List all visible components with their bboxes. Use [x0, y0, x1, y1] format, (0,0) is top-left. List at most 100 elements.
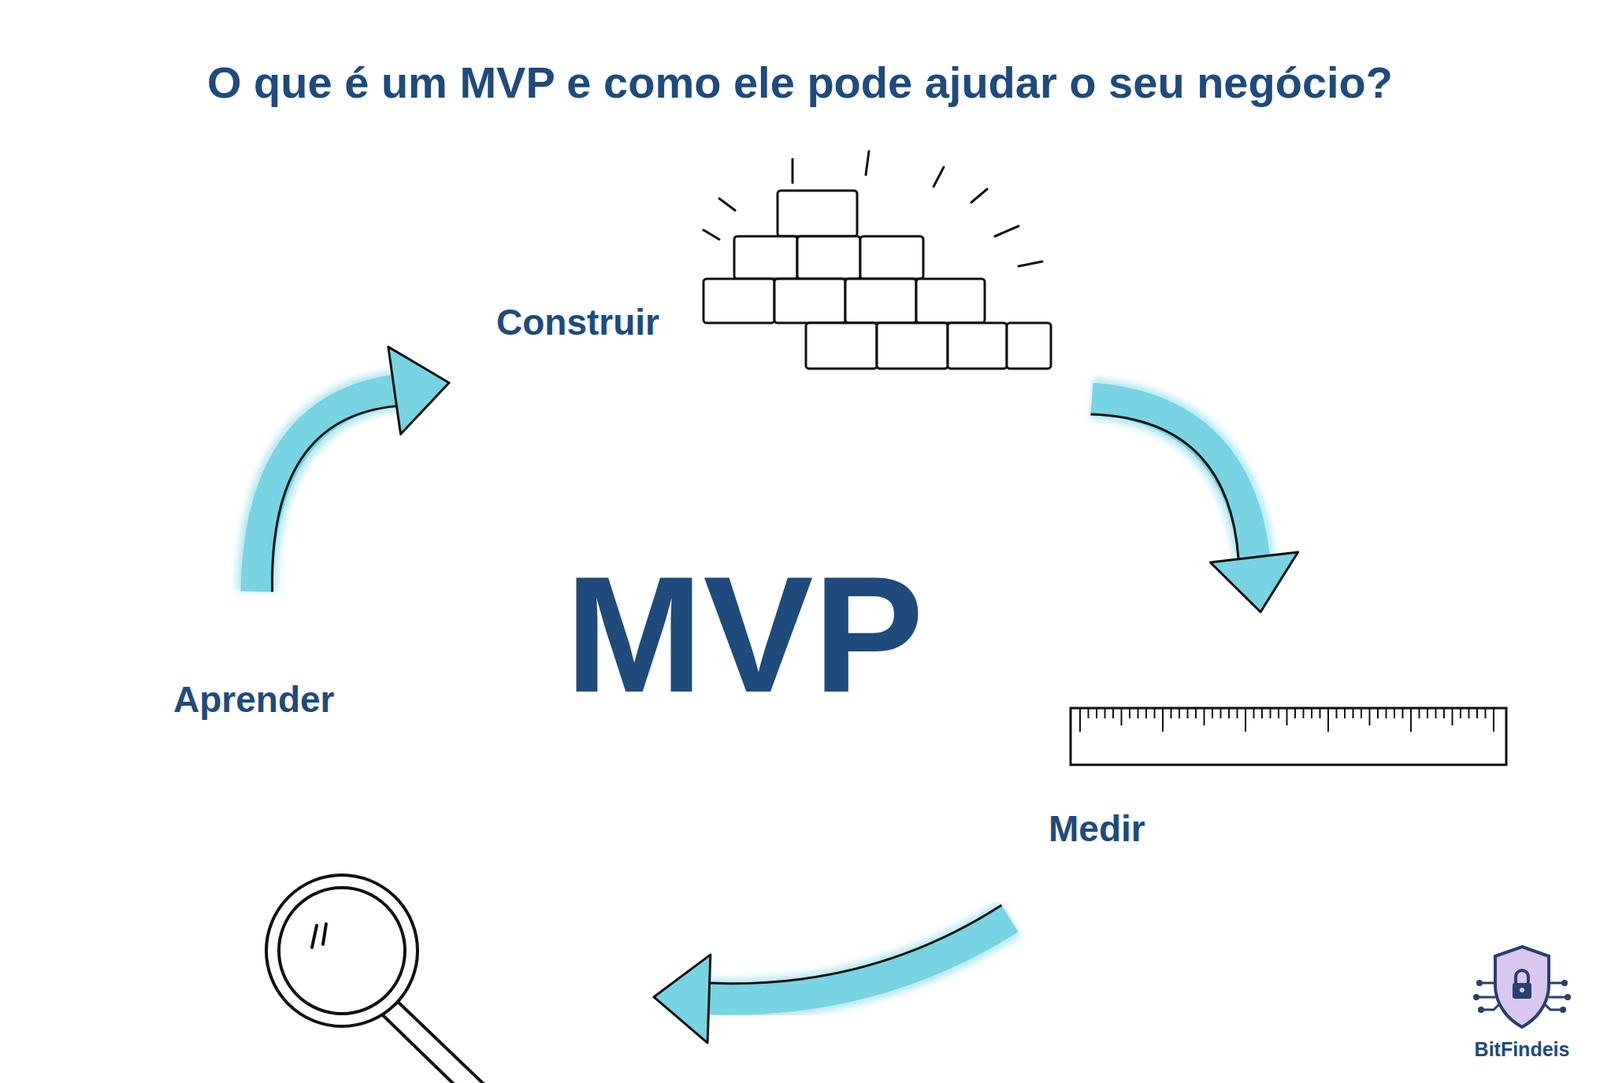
ruler-tick — [1220, 708, 1222, 719]
ruler-tick — [1319, 708, 1322, 719]
shine-ray — [703, 230, 720, 240]
ruler-tick — [1154, 708, 1156, 719]
ruler-tick — [1418, 708, 1421, 719]
ruler-tick — [1286, 708, 1289, 726]
ruler-tick — [1343, 708, 1346, 719]
arrow-outline — [1090, 414, 1239, 560]
ruler-tick — [1104, 708, 1107, 719]
arrow-band — [709, 918, 1010, 999]
arrow-band — [256, 390, 395, 592]
ruler-tick — [1484, 708, 1487, 719]
arrow-glow — [1091, 398, 1255, 557]
brick — [916, 278, 985, 323]
ruler-tick — [1195, 708, 1197, 719]
arrow-glow — [709, 918, 1010, 999]
stage-node: Construir — [496, 185, 1053, 369]
ruler-tick — [1095, 708, 1098, 719]
ruler-tick — [1211, 708, 1214, 719]
ruler-tick — [1468, 708, 1471, 719]
arrow-glow — [256, 390, 395, 592]
brick — [947, 322, 1007, 369]
ruler-tick — [1187, 708, 1189, 719]
ruler-tick — [1369, 708, 1371, 726]
ruler-tick — [1161, 708, 1164, 732]
arrow-outline — [709, 905, 1003, 984]
ruler-tick — [1137, 708, 1140, 719]
ruler-tick — [1451, 708, 1454, 726]
stage-label: Construir — [496, 300, 660, 345]
stage-label: Aprender — [173, 678, 335, 722]
brick — [734, 236, 798, 279]
ruler-tick — [1310, 708, 1313, 719]
ruler-tick — [1303, 708, 1305, 719]
ruler-tick — [1112, 708, 1114, 719]
cycle-arrow — [653, 905, 1010, 1044]
ruler-tick — [1079, 708, 1081, 732]
shine-ray — [971, 189, 988, 203]
logo-text: BitFindeis — [1474, 1039, 1571, 1060]
cycle-arrow — [256, 346, 450, 592]
arrow-outline — [271, 406, 397, 593]
ruler-tick — [1121, 708, 1123, 726]
brick — [774, 278, 846, 323]
ruler-tick — [1203, 708, 1206, 726]
shine-ray — [1018, 261, 1043, 267]
center-label: MVP — [564, 552, 924, 718]
ruler-tick — [1327, 708, 1330, 732]
arrow-head — [653, 954, 711, 1044]
arrow-head — [1210, 552, 1298, 613]
magnifier-rim — [266, 875, 418, 1027]
cycle-arrow — [1090, 398, 1298, 613]
brick — [703, 278, 775, 323]
ruler-tick — [1128, 708, 1131, 719]
ruler-tick — [1459, 708, 1462, 719]
brick — [777, 190, 858, 237]
ruler-tick — [1170, 708, 1173, 719]
brick — [805, 322, 877, 369]
ruler-tick — [1410, 708, 1412, 732]
ruler-tick — [1360, 708, 1363, 719]
ruler-body — [1070, 708, 1507, 765]
ruler-tick — [1087, 708, 1090, 719]
brick — [845, 278, 917, 323]
shine-ray — [865, 151, 869, 175]
ruler-tick — [1385, 708, 1388, 719]
stage-icon — [1069, 701, 1508, 768]
shine-ray — [933, 167, 944, 187]
ruler-tick — [1377, 708, 1379, 719]
arrow-band — [1091, 398, 1255, 557]
ruler-tick — [1244, 708, 1247, 732]
stage-node: Aprender — [173, 678, 520, 1025]
ruler-tick — [1426, 708, 1429, 719]
logo-icon — [1466, 942, 1578, 1037]
ruler-tick — [1228, 708, 1230, 719]
stage-icon — [184, 793, 524, 1083]
ruler-tick — [1476, 708, 1478, 719]
magnifier-lens — [278, 887, 405, 1014]
ruler-tick — [1352, 708, 1355, 719]
brick — [876, 322, 948, 369]
magnifier-handle — [382, 999, 514, 1083]
ruler-tick — [1435, 708, 1437, 719]
ruler-tick — [1236, 708, 1239, 719]
brick — [797, 236, 861, 279]
brick — [1006, 322, 1051, 369]
ruler-tick — [1277, 708, 1280, 719]
ruler-tick — [1253, 708, 1255, 719]
ruler-tick — [1492, 708, 1495, 732]
title: O que é um MVP e como ele pode ajudar o … — [207, 56, 1393, 108]
stage-node: Medir — [1048, 701, 1510, 854]
ruler-tick — [1393, 708, 1396, 719]
brick — [860, 236, 924, 279]
ruler-tick — [1261, 708, 1263, 719]
ruler-tick — [1443, 708, 1445, 719]
ruler-tick — [1269, 708, 1272, 719]
ruler-tick — [1294, 708, 1296, 719]
ruler-tick — [1178, 708, 1181, 719]
stage-icon — [703, 190, 1055, 372]
shine-ray — [994, 226, 1019, 237]
ruler-tick — [1402, 708, 1404, 719]
shine-ray — [719, 198, 736, 211]
ruler-tick — [1145, 708, 1148, 719]
